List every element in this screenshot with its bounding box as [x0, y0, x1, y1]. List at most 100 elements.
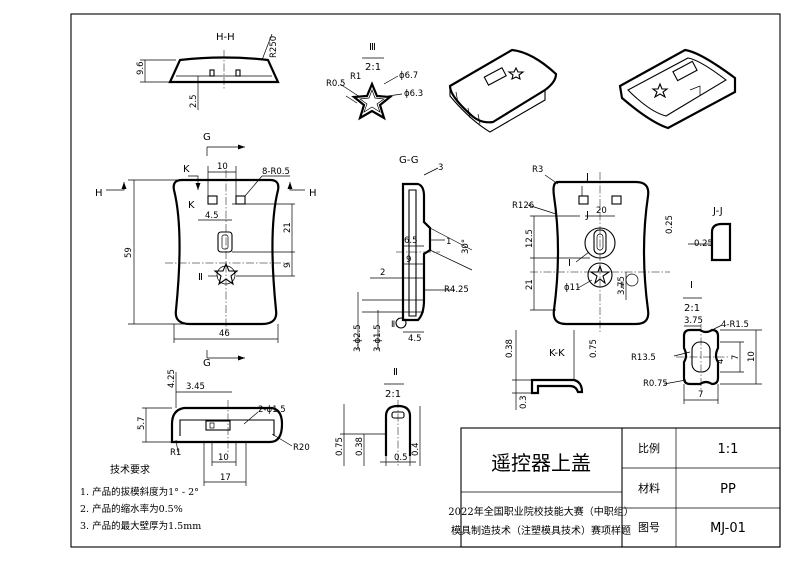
dim-hh-r250: R250	[269, 36, 279, 58]
dim-gg-r4-25: R4.25	[444, 285, 469, 295]
dim-detail2-0-75: 0.75	[335, 437, 345, 456]
view-jj-section: J-J 0.25	[688, 206, 732, 262]
dim-detail1-r0-75: R0.75	[643, 379, 668, 389]
dim-detail3-r1: R1	[350, 72, 361, 82]
dim-detail1-10: 10	[747, 351, 757, 362]
title-block: 遥控器上盖 2022年全国职业院校技能大赛（中职组） 模具制造技术（注塑模具技术…	[448, 427, 781, 548]
section-mark-j-top: J	[585, 172, 589, 183]
dim-detail3-r05: R0.5	[326, 79, 345, 89]
drawing-frame	[70, 13, 781, 548]
dim-hh-9-6: 9.6	[136, 61, 146, 75]
dim-back-0-25: 0.25	[665, 215, 675, 234]
drawing-no-label: 图号	[638, 521, 660, 534]
view-main-top: G K K H H 10 8-R0.5 4.5 21	[95, 132, 317, 369]
dim-detail2-0-38: 0.38	[355, 437, 365, 456]
detail-3-title: Ⅲ	[369, 42, 376, 53]
dim-back-12-5: 12.5	[525, 229, 535, 248]
part-name: 遥控器上盖	[491, 451, 591, 475]
dim-front-17: 17	[220, 473, 231, 483]
dim-back-r3: R3	[532, 165, 543, 175]
material-value: PP	[720, 482, 736, 497]
dim-main-46: 46	[219, 329, 230, 339]
dim-gg-6-5: 6.5	[404, 236, 418, 246]
dim-detail1-4r15: 4-R1.5	[721, 320, 749, 330]
dim-detail3-phi63: ϕ6.3	[404, 89, 423, 99]
dim-front-4-25: 4.25	[167, 369, 177, 388]
section-mark-g-top: G	[203, 132, 211, 143]
notes-item-3: 3. 产品的最大壁厚为1.5mm	[80, 520, 201, 532]
dim-main-4-5: 4.5	[205, 211, 219, 221]
dim-back-3-75: 3.75	[617, 276, 627, 295]
section-mark-h-left: H	[95, 188, 103, 199]
dim-gg-30deg: 30°	[461, 239, 471, 254]
dim-front-r1: R1	[170, 448, 181, 458]
dim-kk-0-75: 0.75	[589, 339, 599, 358]
detail-ref-1-back: Ⅰ	[568, 258, 571, 269]
dim-detail1-r13-5: R13.5	[631, 353, 656, 363]
detail-1-scale: 2:1	[684, 303, 700, 314]
detail-1-title: Ⅰ	[690, 280, 693, 291]
dim-front-3-45: 3.45	[186, 382, 205, 392]
view-hh-title: H-H	[216, 32, 235, 43]
org-line-1: 2022年全国职业院校技能大赛（中职组）	[448, 505, 633, 518]
dim-detail1-7h: 7	[698, 390, 703, 400]
detail-2: Ⅱ 2:1 0.75 0.38 0.5 0.4	[335, 367, 421, 466]
material-label: 材料	[638, 481, 660, 495]
detail-ref-2-back: Ⅱ	[620, 281, 624, 291]
view-kk-title: K-K	[549, 348, 565, 359]
dim-kk-0-38: 0.38	[505, 339, 515, 358]
section-mark-k-top: K	[183, 164, 190, 175]
dim-front-r20: R20	[293, 443, 310, 453]
view-back: R3 R126 J J 20 12.5 21 3.75 Ⅰ ϕ11 Ⅱ 0.25	[512, 165, 675, 332]
dim-hh-2-5: 2.5	[189, 94, 199, 108]
notes-item-2: 2. 产品的缩水率为0.5%	[80, 503, 183, 515]
dim-main-10: 10	[217, 162, 228, 172]
isometric-view-bottom	[618, 48, 737, 130]
dim-main-9: 9	[283, 263, 293, 268]
dim-main-8r05: 8-R0.5	[262, 167, 290, 177]
detail-ref-2-main: Ⅱ	[198, 272, 203, 283]
scale-value: 1:1	[718, 442, 739, 457]
technical-requirements: 技术要求 1. 产品的拔模斜度为1° - 2° 2. 产品的缩水率为0.5% 3…	[80, 463, 201, 532]
dim-gg-4-5: 4.5	[408, 334, 422, 344]
gg-callout-1: 1	[446, 237, 451, 247]
view-jj-title: J-J	[712, 206, 723, 217]
drawing-no-value: MJ-01	[710, 521, 746, 536]
notes-item-1: 1. 产品的拔模斜度为1° - 2°	[80, 486, 199, 498]
dim-front-5-7: 5.7	[137, 416, 147, 430]
dim-jj-0-25: 0.25	[694, 239, 713, 249]
detail-3: Ⅲ 2:1 R0.5 R1 ϕ6.7 ϕ6.3	[326, 42, 423, 121]
detail-3-scale: 2:1	[365, 62, 381, 73]
dim-front-2phi15: 2-ϕ1.5	[258, 405, 286, 415]
view-kk-section: K-K 0.38 0.3 0.75	[505, 330, 599, 410]
detail-2-title: Ⅱ	[393, 367, 398, 378]
dim-detail1-7v: 7	[731, 355, 741, 360]
section-mark-g-bottom: G	[203, 358, 211, 369]
org-line-2: 模具制造技术（注塑模具技术）赛项样题	[451, 524, 631, 537]
dim-back-r126: R126	[512, 201, 534, 211]
section-mark-k-bottom: K	[188, 200, 195, 211]
notes-title: 技术要求	[110, 463, 150, 476]
dim-back-21: 21	[525, 279, 535, 290]
view-front-section: 4.25 3.45 5.7 2-ϕ1.5 R1 R20 10 17	[137, 369, 310, 486]
dim-main-21: 21	[283, 222, 293, 233]
dim-main-59: 59	[124, 247, 134, 258]
detail-2-scale: 2:1	[385, 389, 401, 400]
dim-detail2-0-4: 0.4	[411, 442, 421, 456]
section-mark-j-bottom: J	[585, 210, 589, 221]
dim-front-10: 10	[218, 453, 229, 463]
detail-ref-2-gg: Ⅱ	[391, 320, 395, 330]
view-gg-title: G-G	[399, 155, 418, 166]
dim-detail3-phi67: ϕ6.7	[399, 71, 418, 81]
detail-1: Ⅰ 2:1 3.75 4-R1.5 R13.5 R0.75 4 7 10 7	[631, 280, 762, 404]
dim-detail1-4: 4	[716, 359, 726, 364]
dim-detail1-3-75: 3.75	[684, 316, 703, 326]
view-hh-section: H-H 9.6 2.5 R250	[136, 32, 280, 110]
scale-label: 比例	[638, 441, 660, 455]
dim-detail2-0-5: 0.5	[394, 453, 408, 463]
dim-kk-0-3: 0.3	[519, 395, 529, 409]
gg-callout-3: 3	[438, 163, 443, 173]
section-mark-h-right: H	[309, 188, 317, 199]
dim-gg-2: 2	[380, 268, 385, 278]
